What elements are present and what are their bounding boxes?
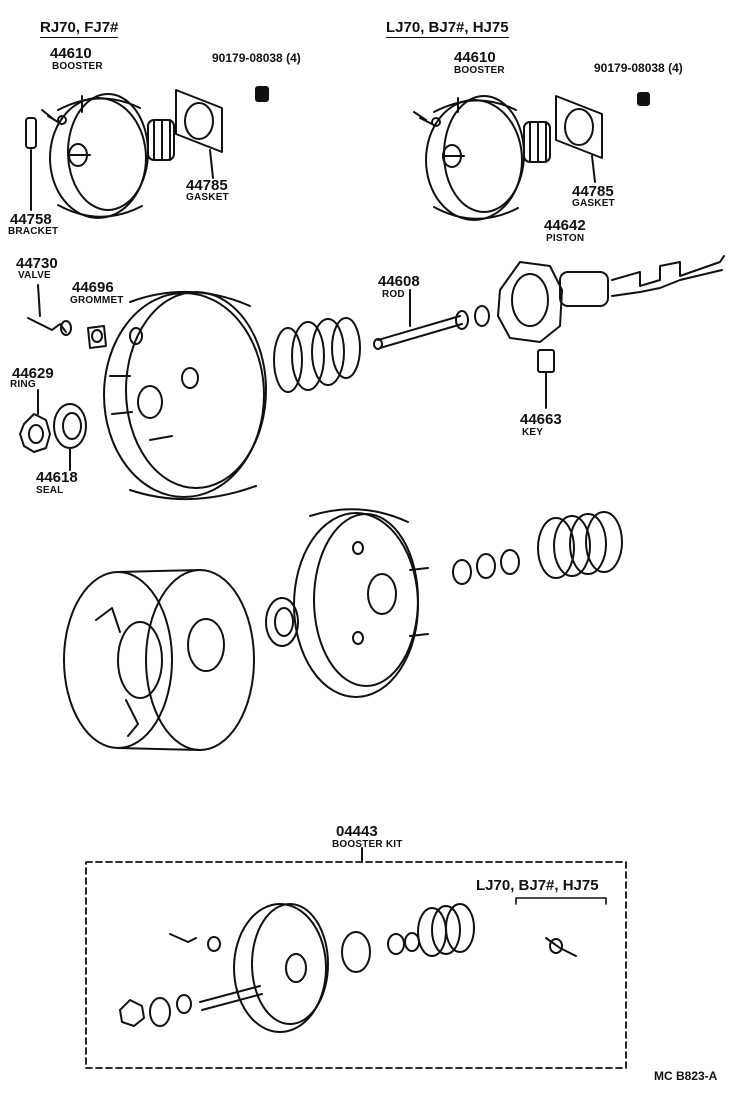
kit-number: 04443 [336,823,378,840]
nut-right-number: 90179-08038 (4) [594,61,683,75]
gasket-right-name: GASKET [572,198,615,209]
diaphragm-drawing [537,511,623,579]
grommet-number: 44696 [72,279,114,296]
gasket-right-drawing [555,95,603,183]
gasket-left-drawing [175,89,223,179]
rear-shell-drawing [63,569,255,751]
kit-parts-drawing [119,903,577,1033]
piston-name: PISTON [546,233,585,244]
gasket-left-name: GASKET [186,192,229,203]
rod-drawing [373,289,490,350]
ring-number: 44629 [12,365,54,382]
grommet-name: GROMMET [70,295,124,306]
rod-name: ROD [382,289,405,300]
spring-drawing [273,317,361,393]
nut-left-number: 90179-08038 (4) [212,51,301,65]
seal-number: 44618 [36,469,78,486]
booster-left-name: BOOSTER [52,61,103,72]
booster-kit-box [85,861,627,1069]
variant-header-right: LJ70, BJ7#, HJ75 [386,19,509,38]
bracket-number: 44758 [10,211,52,228]
washers-drawing [452,549,520,585]
ring-drawing [19,389,51,453]
seal-drawing [53,403,87,471]
lower-seal-drawing [265,597,299,647]
gasket-left-number: 44785 [186,177,228,194]
variant-header-left: RJ70, FJ7# [40,19,119,38]
bracket-name: BRACKET [8,226,59,237]
bracket-drawing [25,117,37,211]
gasket-right-number: 44785 [572,183,614,200]
booster-right-number: 44610 [454,49,496,66]
figure-code: MC B823-A [654,1069,718,1083]
ring-name: RING [10,379,36,390]
booster-left-drawing [41,93,175,219]
valve-name: VALVE [18,270,51,281]
booster-left-number: 44610 [50,45,92,62]
key-name: KEY [522,427,544,438]
grommet-drawing [87,325,107,349]
seal-name: SEAL [36,485,64,496]
variant-header-kit: LJ70, BJ7#, HJ75 [476,877,599,894]
key-number: 44663 [520,411,562,428]
valve-number: 44730 [16,255,58,272]
valve-drawing [27,284,72,336]
booster-shell-drawing [103,290,267,501]
nut-right-drawing [637,92,650,106]
kit-name: BOOSTER KIT [332,839,403,850]
booster-right-drawing [413,95,551,221]
front-shell-drawing [293,508,429,698]
booster-right-name: BOOSTER [454,65,505,76]
piston-drawing [497,255,725,409]
rod-number: 44608 [378,273,420,290]
piston-number: 44642 [544,217,586,234]
nut-left-drawing [255,86,269,102]
kit-variant-bracket [515,897,607,905]
